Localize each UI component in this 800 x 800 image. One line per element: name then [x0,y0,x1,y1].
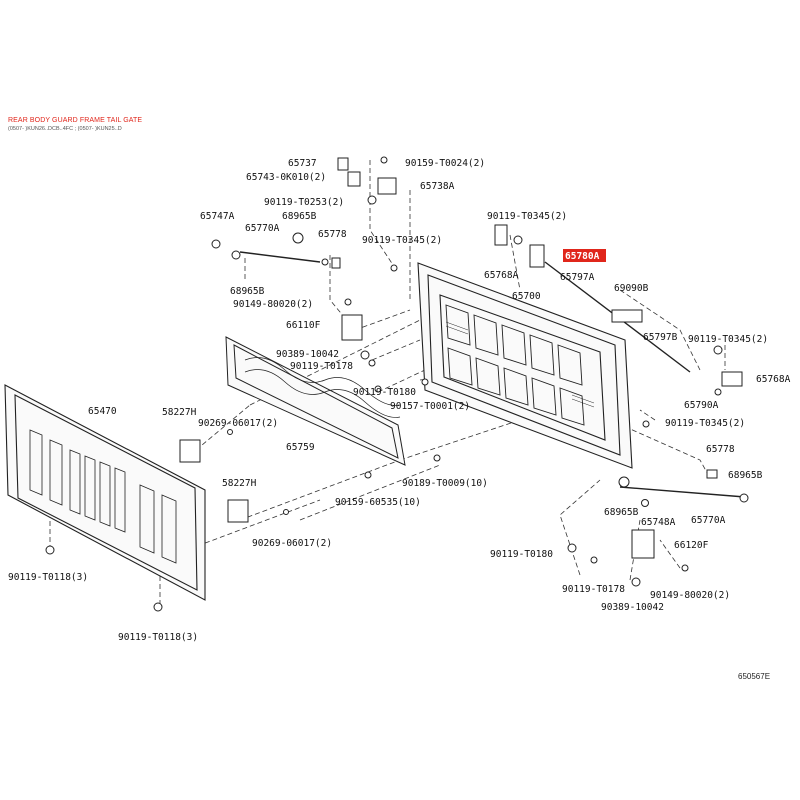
part-panel-65470 [4,384,206,601]
label-90189-T0009[interactable]: 90189-T0009(10) [402,478,488,489]
drawing-id: 650567E [738,672,771,681]
label-58227H-top[interactable]: 58227H [162,407,197,418]
label-65778-top[interactable]: 65778 [318,229,347,240]
label-90149-80020-bot[interactable]: 90149-80020(2) [650,590,730,601]
label-90119-T0345-d[interactable]: 90119-T0345(2) [665,418,745,429]
diagram-header: REAR BODY GUARD FRAME TAIL GATE (0507- )… [8,117,142,132]
label-65747A-top[interactable]: 65747A [200,211,235,222]
label-65790A[interactable]: 65790A [684,400,719,411]
label-90119-T0180-top[interactable]: 90119-T0180 [353,387,416,398]
label-66120F[interactable]: 66120F [674,540,709,551]
part-tailgate-65700 [417,262,633,469]
label-90119-T0178-bot[interactable]: 90119-T0178 [562,584,625,595]
label-69090B[interactable]: 69090B [614,283,649,294]
label-65780A[interactable]: 65780A [565,251,600,262]
label-90159-T0024[interactable]: 90159-T0024(2) [405,158,485,169]
label-90389-10042-top[interactable]: 90389-10042 [276,349,339,360]
label-90159-60535[interactable]: 90159-60535(10) [335,497,421,508]
label-90119-T0180-bot[interactable]: 90119-T0180 [490,549,553,560]
label-65748A[interactable]: 65748A [641,517,676,528]
label-58227H-bot[interactable]: 58227H [222,478,257,489]
label-65737[interactable]: 65737 [288,158,317,169]
label-65470[interactable]: 65470 [88,406,117,417]
diagram-title: REAR BODY GUARD FRAME TAIL GATE [8,117,143,124]
label-68965B-top[interactable]: 68965B [282,211,317,222]
label-90119-T0118-b[interactable]: 90119-T0118(3) [118,632,198,643]
part-small-parts [45,156,749,612]
label-90119-T0118-a[interactable]: 90119-T0118(3) [8,572,88,583]
label-68965B-mid[interactable]: 68965B [604,507,639,518]
label-68965B-right[interactable]: 68965B [728,470,763,481]
label-65700[interactable]: 65700 [512,291,541,302]
label-90149-80020-top[interactable]: 90149-80020(2) [233,299,313,310]
label-66110F[interactable]: 66110F [286,320,321,331]
part-frame-65759 [225,336,406,466]
label-65797B[interactable]: 65797B [643,332,678,343]
label-65778-right[interactable]: 65778 [706,444,735,455]
diagram-subtitle: (0507- )KUN26..DCB..4FC ; (0507- )KUN25.… [8,126,122,132]
label-65768A-right[interactable]: 65768A [756,374,791,385]
label-65797A[interactable]: 65797A [560,272,595,283]
label-65759[interactable]: 65759 [286,442,315,453]
label-90119-T0345-b[interactable]: 90119-T0345(2) [362,235,442,246]
label-90269-06017-bot[interactable]: 90269-06017(2) [252,538,332,549]
highlight-box-65780A [563,249,606,262]
label-90119-T0345-c[interactable]: 90119-T0345(2) [688,334,768,345]
label-65768A-top[interactable]: 65768A [484,270,519,281]
label-65738A[interactable]: 65738A [420,181,455,192]
label-90269-06017-top[interactable]: 90269-06017(2) [198,418,278,429]
label-90157-T0001[interactable]: 90157-T0001(2) [390,401,470,412]
label-90119-T0345-a[interactable]: 90119-T0345(2) [487,211,567,222]
label-90389-10042-bot[interactable]: 90389-10042 [601,602,664,613]
label-90119-T0178-top[interactable]: 90119-T0178 [290,361,353,372]
label-65743-0K010[interactable]: 65743-0K010(2) [246,172,326,183]
label-68965B-left[interactable]: 68965B [230,286,265,297]
label-65770A-top[interactable]: 65770A [245,223,280,234]
label-65770A-bot[interactable]: 65770A [691,515,726,526]
label-90119-T0253[interactable]: 90119-T0253(2) [264,197,344,208]
part-number-labels: 65737 90159-T0024(2) 65743-0K010(2) 6573… [8,158,791,643]
